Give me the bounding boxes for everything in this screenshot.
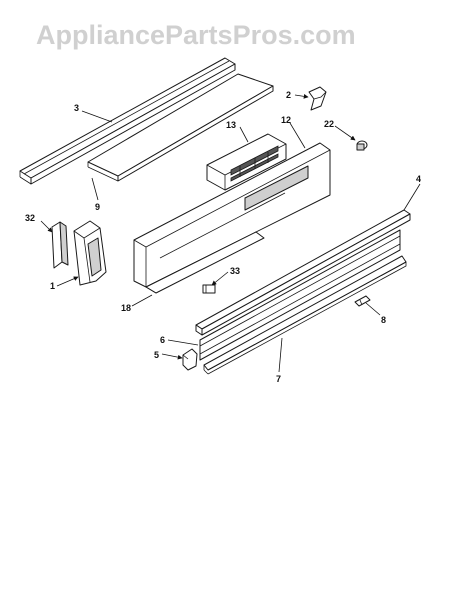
callout-labels: 3 2 13 12 22 4 32 9 33 1 18 6 5 8 7	[25, 90, 421, 384]
part-8-clip	[354, 295, 371, 307]
part-5-end-cap	[182, 348, 198, 371]
part-33-clip	[202, 284, 216, 294]
part-3-top-trim	[19, 57, 236, 185]
callout-8: 8	[381, 315, 386, 325]
part-2-bracket	[308, 86, 327, 111]
callout-2: 2	[286, 90, 291, 100]
watermark: AppliancePartsPros.com	[36, 20, 356, 50]
part-32-side-bracket	[51, 221, 69, 269]
part-6-trim-rail	[199, 229, 401, 361]
part-13-control-board	[206, 133, 287, 191]
callout-12: 12	[281, 115, 291, 125]
part-9-shelf-panel	[87, 73, 274, 182]
callout-33: 33	[230, 266, 240, 276]
part-12-control-panel	[133, 142, 331, 288]
callout-9: 9	[95, 202, 100, 212]
callout-18: 18	[121, 303, 131, 313]
callout-4: 4	[416, 174, 421, 184]
part-1-side-panel	[73, 220, 107, 286]
part-18-lower-flange	[145, 231, 265, 294]
callout-3: 3	[74, 103, 79, 113]
callout-22: 22	[324, 119, 334, 129]
callout-1: 1	[50, 281, 55, 291]
leader-lines	[40, 93, 421, 373]
callout-13: 13	[226, 120, 236, 130]
callout-32: 32	[25, 213, 35, 223]
callout-6: 6	[160, 335, 165, 345]
callout-5: 5	[154, 350, 159, 360]
callout-7: 7	[276, 374, 281, 384]
part-22-clip	[356, 140, 368, 151]
part-7-lower-trim	[203, 255, 407, 375]
part-4-front-trim	[195, 209, 411, 336]
